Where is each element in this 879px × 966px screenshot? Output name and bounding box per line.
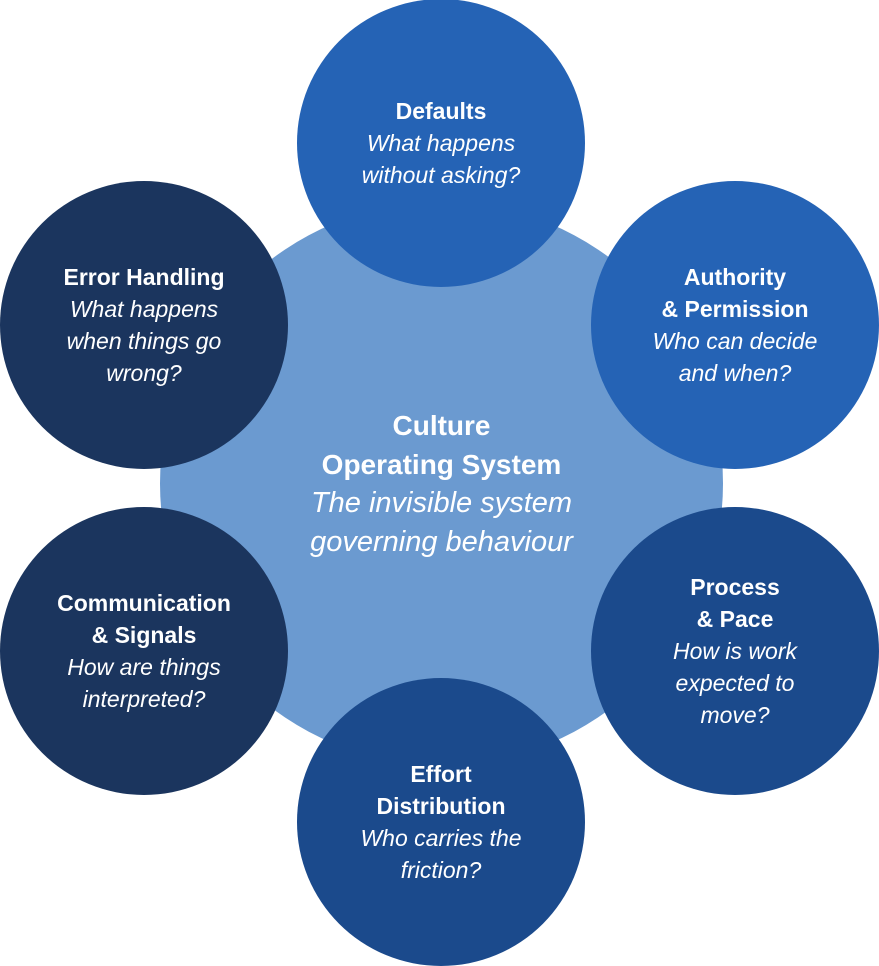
node-question: without asking? bbox=[361, 162, 521, 188]
node-question: and when? bbox=[678, 360, 792, 386]
node-question: What happens bbox=[69, 296, 219, 322]
node-defaults: Defaults What happens without asking? bbox=[297, 0, 585, 287]
node-question: interpreted? bbox=[82, 686, 206, 712]
node-question: How are things bbox=[67, 654, 221, 680]
node-question: Who can decide bbox=[652, 328, 818, 354]
node-title: Effort bbox=[410, 761, 472, 787]
node-communication-signals: Communication & Signals How are things i… bbox=[0, 507, 288, 795]
node-title: Process bbox=[690, 574, 780, 600]
node-title: Error Handling bbox=[63, 264, 225, 290]
center-subtitle-line: governing behaviour bbox=[310, 525, 573, 558]
node-process-pace: Process & Pace How is work expected to m… bbox=[591, 507, 879, 795]
center-title-line: Operating System bbox=[321, 448, 562, 480]
node-title: Defaults bbox=[395, 98, 487, 124]
node-question: move? bbox=[700, 702, 770, 728]
node-title: Communication bbox=[57, 590, 231, 616]
node-authority-permission: Authority & Permission Who can decide an… bbox=[591, 181, 879, 469]
node-title: & Signals bbox=[91, 622, 197, 648]
node-error-handling: Error Handling What happens when things … bbox=[0, 181, 288, 469]
node-effort-distribution: Effort Distribution Who carries the fric… bbox=[297, 678, 585, 966]
node-question: Who carries the bbox=[360, 825, 522, 851]
center-title-line: Culture bbox=[392, 409, 491, 441]
node-title: & Pace bbox=[696, 606, 774, 632]
node-question: when things go bbox=[66, 328, 222, 354]
node-title: Distribution bbox=[376, 793, 506, 819]
node-question: expected to bbox=[675, 670, 795, 696]
node-question: What happens bbox=[366, 130, 516, 156]
node-title: & Permission bbox=[661, 296, 809, 322]
node-title: Authority bbox=[683, 264, 787, 290]
center-subtitle-line: The invisible system bbox=[310, 486, 573, 519]
node-question: wrong? bbox=[106, 360, 182, 386]
node-question: How is work bbox=[673, 638, 797, 664]
node-question: friction? bbox=[400, 857, 482, 883]
